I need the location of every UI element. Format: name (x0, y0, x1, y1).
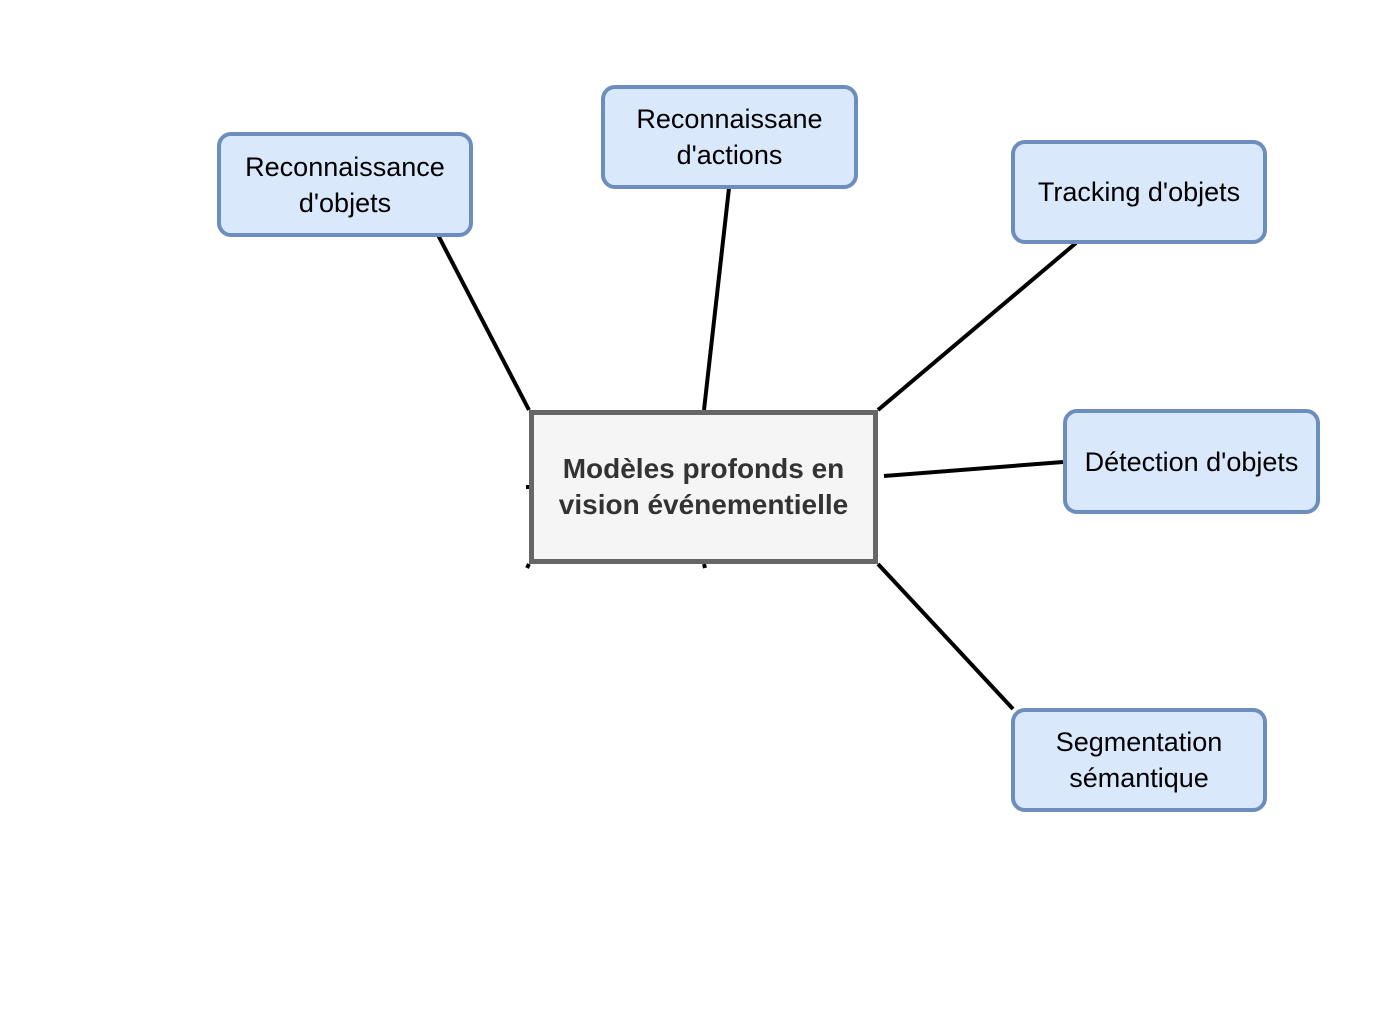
topic-label-object-detection: Détection d'objets (1084, 446, 1299, 477)
topic-node-object-recognition[interactable]: Reconnaissance d'objets (217, 132, 473, 237)
edge-central-actrec (702, 187, 731, 411)
topic-label-object-tracking: Tracking d'objets (1037, 177, 1241, 207)
topic-node-object-tracking[interactable]: Tracking d'objets (1011, 140, 1267, 244)
edge-central-detect (883, 460, 1064, 478)
topic-node-semantic-segmentation[interactable]: Segmentation sémantique (1011, 708, 1267, 812)
topic-node-action-recognition[interactable]: Reconnaissane d'actions (601, 85, 858, 189)
edge-central-objrec (436, 234, 531, 411)
central-node-label: Modèles profonds en vision événementiell… (558, 453, 849, 520)
central-node[interactable]: Modèles profonds en vision événementiell… (529, 410, 878, 564)
edge-central-tracking (876, 241, 1078, 412)
topic-node-object-detection[interactable]: Détection d'objets (1063, 409, 1320, 514)
topic-label-action-recognition: Reconnaissane d'actions (636, 104, 823, 170)
topic-label-object-recognition: Reconnaissance d'objets (245, 151, 445, 218)
topic-label-semantic-segmentation: Segmentation sémantique (1055, 727, 1223, 793)
edge-stub-bottom-left (525, 563, 531, 569)
edge-central-segment (876, 562, 1015, 711)
edge-stub-bottom (702, 563, 707, 569)
